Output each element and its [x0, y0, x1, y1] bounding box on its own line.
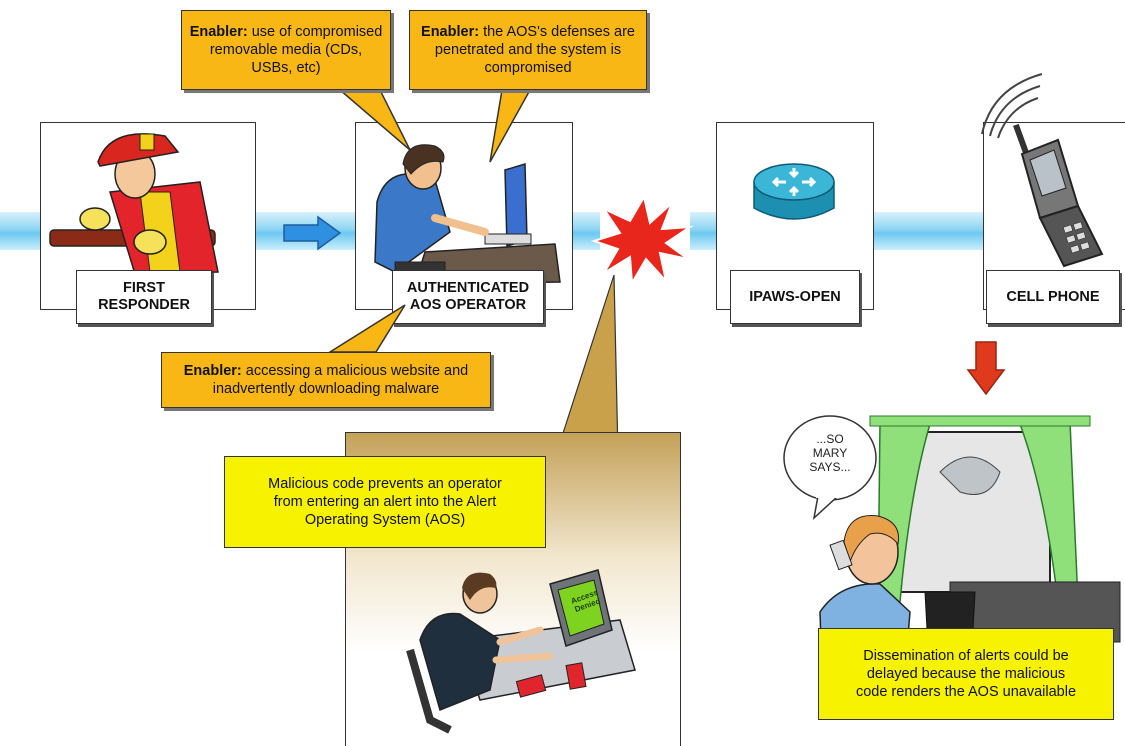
enabler-lead: Enabler:: [183, 363, 242, 379]
cell-phone-icon: [981, 73, 1104, 268]
speech-bubble: [783, 415, 877, 521]
aos-operator-label: AUTHENTICATED AOS OPERATOR: [392, 270, 544, 324]
enabler-text: accessing a malicious website and inadve…: [212, 363, 469, 397]
malicious-code-callout: Malicious code prevents an operator from…: [224, 456, 546, 548]
enabler-removable-media-callout: Enabler: use of compromised removable me…: [181, 10, 391, 90]
router-icon: [753, 163, 835, 220]
enabler-text: use of compromised removable media (CDs,…: [209, 24, 383, 76]
flow-band-right: [860, 212, 985, 250]
blocked-operator-illustration: [406, 569, 636, 734]
right-arrow-icon: [283, 215, 342, 251]
enabler-defenses-callout: Enabler: the AOS's defenses are penetrat…: [409, 10, 647, 90]
enabler-malicious-website-callout: Enabler: accessing a malicious website a…: [161, 352, 491, 408]
explosion-burst-icon: [590, 194, 694, 287]
enabler-lead: Enabler:: [189, 24, 248, 40]
ipaws-open-label: IPAWS-OPEN: [730, 270, 860, 324]
cell-phone-label: CELL PHONE: [986, 270, 1120, 324]
dissemination-callout: Dissemination of alerts could be delayed…: [818, 628, 1114, 720]
enabler-text: the AOS's defenses are penetrated and th…: [434, 24, 635, 76]
firefighter-illustration: [49, 133, 219, 275]
speech-bubble-text: ...SO MARY SAYS...: [809, 432, 851, 474]
down-arrow-icon: [966, 341, 1006, 396]
first-responder-label: FIRST RESPONDER: [76, 270, 212, 324]
enabler-lead: Enabler:: [421, 24, 480, 40]
